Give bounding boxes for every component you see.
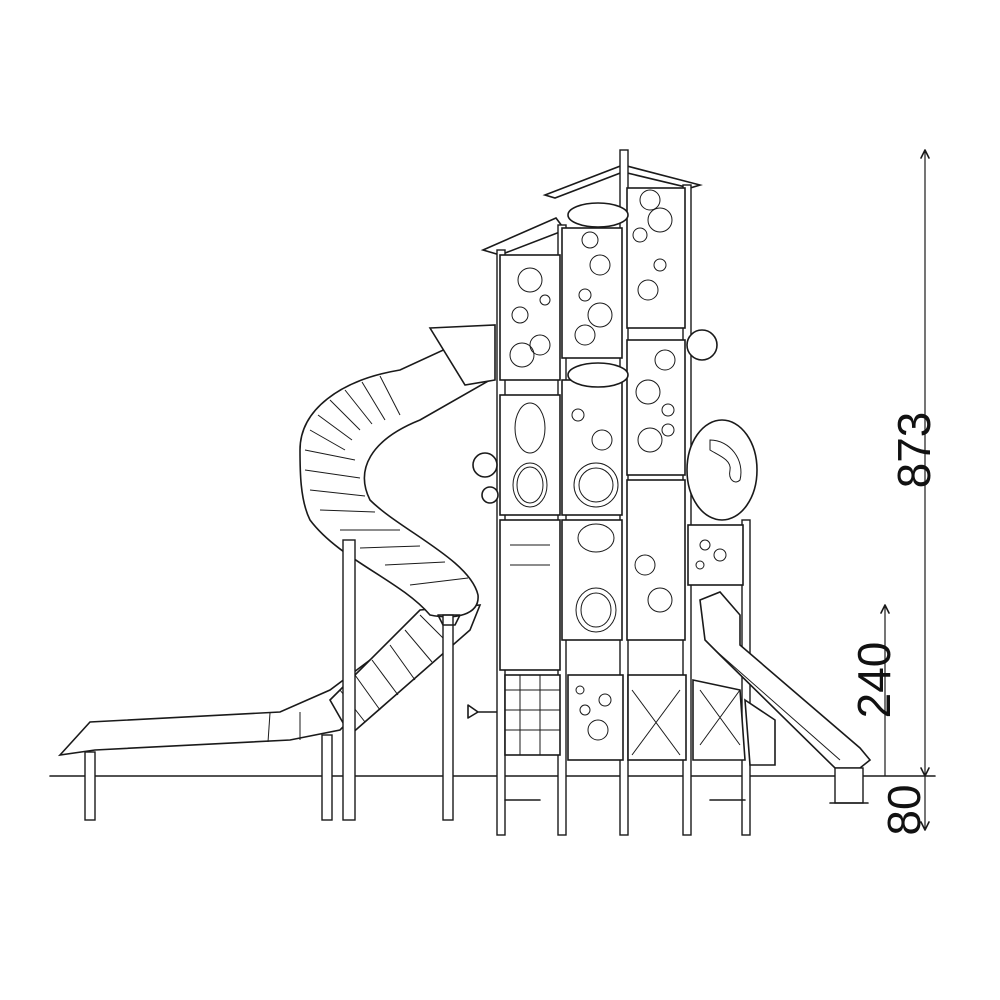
dimension-label-slide-height: 240 [845, 635, 905, 725]
dimension-label-overall-height: 873 [885, 405, 945, 495]
straight-slide [692, 591, 872, 804]
dimension-label-foundation-depth: 80 [875, 775, 935, 845]
climbing-tower [472, 149, 758, 836]
dimension-markers [880, 149, 930, 831]
slide-height-text: 240 [848, 642, 900, 719]
left-roof [480, 217, 567, 256]
climbing-net-ladder [504, 674, 561, 756]
spiral-tube-slide [57, 324, 499, 821]
foundation-depth-text: 80 [878, 784, 930, 835]
overall-height-text: 873 [888, 412, 940, 489]
